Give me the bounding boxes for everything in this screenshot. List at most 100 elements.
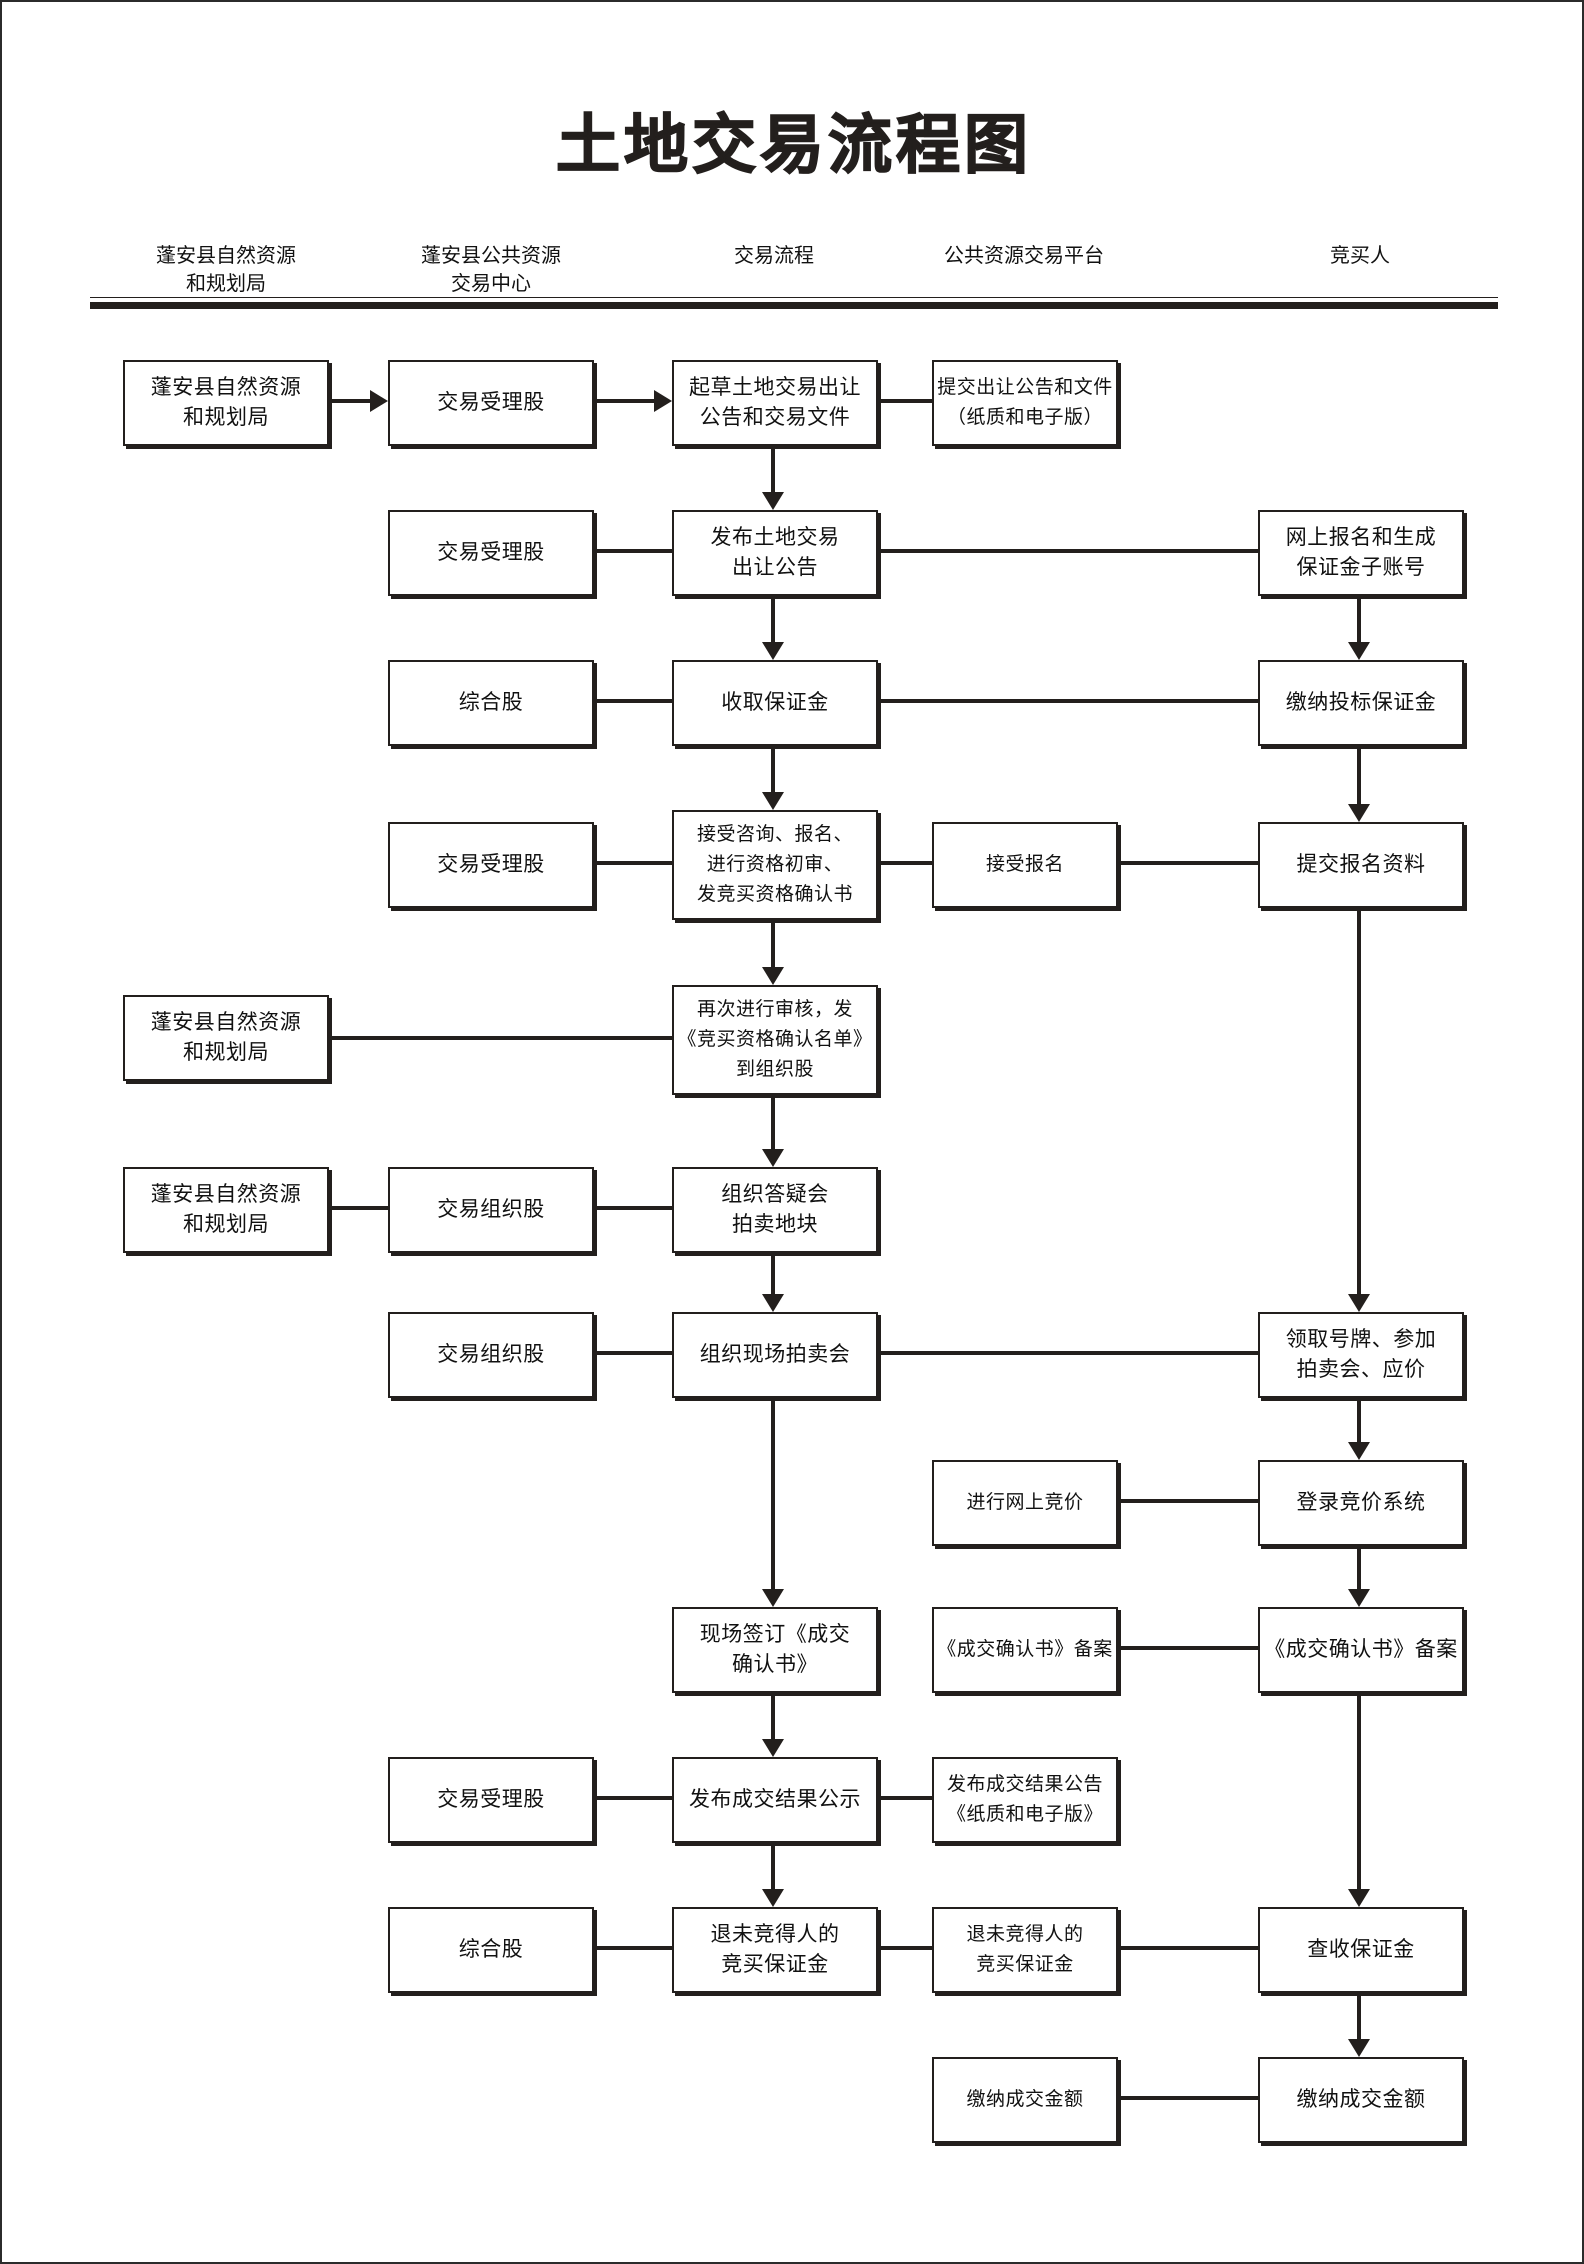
node-bureau-review[interactable]: 蓬安县自然资源 和规划局 xyxy=(123,995,329,1081)
conn-fileplatform-to-filebidder xyxy=(1118,1646,1258,1650)
node-acceptance-section-2[interactable]: 交易受理股 xyxy=(388,510,594,596)
node-bureau-qa[interactable]: 蓬安县自然资源 和规划局 xyxy=(123,1167,329,1253)
column-header-col-bidder: 竞买人 xyxy=(1330,245,1390,267)
node-organization-section-2[interactable]: 交易组织股 xyxy=(388,1312,594,1398)
conn-collect-down-to-accept-arrowhead xyxy=(762,792,784,810)
column-header-col-trading-platform: 公共资源交易平台 xyxy=(944,245,1104,267)
conn-login-down-to-file-arrowhead xyxy=(1348,1589,1370,1607)
node-sign-confirmation-onsite[interactable]: 现场签订《成交 确认书》 xyxy=(672,1607,878,1693)
node-accept-registration[interactable]: 接受报名 xyxy=(932,822,1118,908)
node-pay-final-amount-platform[interactable]: 缴纳成交金额 xyxy=(932,2057,1118,2143)
conn-publicity-down-to-refund xyxy=(771,1843,775,1889)
conn-filebidder-down-to-check xyxy=(1357,1693,1361,1889)
node-publish-transfer-announcement[interactable]: 发布土地交易 出让公告 xyxy=(672,510,878,596)
node-receive-paddle-join-auction[interactable]: 领取号牌、参加 拍卖会、应价 xyxy=(1258,1312,1464,1398)
conn-refundplatform-to-check xyxy=(1118,1946,1258,1950)
node-pay-final-amount-bidder[interactable]: 缴纳成交金额 xyxy=(1258,2057,1464,2143)
conn-paddle-down-to-login xyxy=(1357,1398,1361,1442)
conn-draft-down-to-publish-arrowhead xyxy=(762,492,784,510)
conn-collect-to-pay-deposit xyxy=(878,699,1258,703)
node-draft-transfer-docs[interactable]: 起草土地交易出让 公告和交易文件 xyxy=(672,360,878,446)
conn-refund-to-refundplatform xyxy=(878,1946,932,1950)
node-publish-result-announcement[interactable]: 发布成交结果公告 《纸质和电子版》 xyxy=(932,1757,1118,1843)
conn-acceptance2-to-publish xyxy=(594,549,672,553)
conn-qaplot-down-to-auction xyxy=(771,1253,775,1294)
conn-paddle-down-to-login-arrowhead xyxy=(1348,1442,1370,1460)
conn-bureau-to-review xyxy=(329,1036,672,1040)
node-submit-registration-docs[interactable]: 提交报名资料 xyxy=(1258,822,1464,908)
column-header-col-public-resource-center: 蓬安县公共资源 交易中心 xyxy=(421,245,561,295)
node-general-section-1[interactable]: 综合股 xyxy=(388,660,594,746)
column-header-col-transaction-process: 交易流程 xyxy=(734,245,814,267)
conn-review-down-to-qa xyxy=(771,1095,775,1149)
node-bureau-start[interactable]: 蓬安县自然资源 和规划局 xyxy=(123,360,329,446)
node-login-bidding-system[interactable]: 登录竞价系统 xyxy=(1258,1460,1464,1546)
conn-accept-down-to-review xyxy=(771,920,775,967)
conn-general-to-collect xyxy=(594,699,672,703)
conn-auction-to-paddle xyxy=(878,1351,1258,1355)
node-acceptance-section-3[interactable]: 交易受理股 xyxy=(388,822,594,908)
node-file-confirmation-bidder[interactable]: 《成交确认书》备案 xyxy=(1258,1607,1464,1693)
conn-filebidder-down-to-check-arrowhead xyxy=(1348,1889,1370,1907)
conn-publish-down-to-collect-arrowhead xyxy=(762,642,784,660)
conn-publish-down-to-collect xyxy=(771,596,775,642)
conn-review-down-to-qa-arrowhead xyxy=(762,1149,784,1167)
conn-general2-to-refund xyxy=(594,1946,672,1950)
conn-acceptreg-to-submitdocs xyxy=(1118,861,1258,865)
node-online-register-subaccount[interactable]: 网上报名和生成 保证金子账号 xyxy=(1258,510,1464,596)
node-file-confirmation-platform[interactable]: 《成交确认书》备案 xyxy=(932,1607,1118,1693)
conn-acceptance4-to-publicity xyxy=(594,1796,672,1800)
conn-payplatform-to-paybidder xyxy=(1118,2096,1258,2100)
conn-auction-down-to-sign xyxy=(771,1398,775,1589)
conn-onlinebid-to-login xyxy=(1118,1499,1258,1503)
node-collect-deposit[interactable]: 收取保证金 xyxy=(672,660,878,746)
conn-bureau-to-acceptance-arrowhead xyxy=(370,390,388,412)
node-refund-deposit-platform[interactable]: 退未竞得人的 竞买保证金 xyxy=(932,1907,1118,1993)
conn-register-down-to-pay-deposit-arrowhead xyxy=(1348,642,1370,660)
conn-register-down-to-pay-deposit xyxy=(1357,596,1361,642)
conn-accept-to-acceptreg xyxy=(878,861,932,865)
conn-acceptance3-to-accept xyxy=(594,861,672,865)
conn-publicity-to-announcement xyxy=(878,1796,932,1800)
node-organization-section-1[interactable]: 交易组织股 xyxy=(388,1167,594,1253)
conn-sign-down-to-publicity xyxy=(771,1693,775,1739)
node-organize-onsite-auction[interactable]: 组织现场拍卖会 xyxy=(672,1312,878,1398)
conn-bureauqa-to-org xyxy=(329,1206,388,1210)
column-header-col-natural-resources-bureau: 蓬安县自然资源 和规划局 xyxy=(156,245,296,295)
conn-sign-down-to-publicity-arrowhead xyxy=(762,1739,784,1757)
header-divider-rule xyxy=(90,297,1498,309)
node-organize-qa-auction-plot[interactable]: 组织答疑会 拍卖地块 xyxy=(672,1167,878,1253)
conn-bureau-to-acceptance xyxy=(329,399,370,403)
conn-publish-to-online-register xyxy=(878,549,1258,553)
node-submit-announcement-docs[interactable]: 提交出让公告和文件 （纸质和电子版） xyxy=(932,360,1118,446)
conn-login-down-to-file xyxy=(1357,1546,1361,1589)
node-acceptance-section-1[interactable]: 交易受理股 xyxy=(388,360,594,446)
conn-org-to-qaplot xyxy=(594,1206,672,1210)
conn-publicity-down-to-refund-arrowhead xyxy=(762,1889,784,1907)
conn-auction-down-to-sign-arrowhead xyxy=(762,1589,784,1607)
conn-acceptance-to-draft-arrowhead xyxy=(654,390,672,412)
node-refund-deposit-center[interactable]: 退未竞得人的 竞买保证金 xyxy=(672,1907,878,1993)
node-publish-result-publicity[interactable]: 发布成交结果公示 xyxy=(672,1757,878,1843)
node-general-section-2[interactable]: 综合股 xyxy=(388,1907,594,1993)
page-title: 土地交易流程图 xyxy=(555,108,1032,184)
conn-paydeposit-down-to-submitdocs xyxy=(1357,746,1361,804)
node-online-bidding[interactable]: 进行网上竞价 xyxy=(932,1460,1118,1546)
conn-acceptance-to-draft xyxy=(594,399,654,403)
conn-check-down-to-payfinal-arrowhead xyxy=(1348,2039,1370,2057)
node-accept-consult-review[interactable]: 接受咨询、报名、 进行资格初审、 发竞买资格确认书 xyxy=(672,810,878,920)
conn-org2-to-auction xyxy=(594,1351,672,1355)
conn-submitdocs-down-to-paddle-arrowhead xyxy=(1348,1294,1370,1312)
conn-accept-down-to-review-arrowhead xyxy=(762,967,784,985)
conn-qaplot-down-to-auction-arrowhead xyxy=(762,1294,784,1312)
conn-paydeposit-down-to-submitdocs-arrowhead xyxy=(1348,804,1370,822)
node-second-review-list[interactable]: 再次进行审核，发 《竞买资格确认名单》 到组织股 xyxy=(672,985,878,1095)
node-check-deposit[interactable]: 查收保证金 xyxy=(1258,1907,1464,1993)
conn-check-down-to-payfinal xyxy=(1357,1993,1361,2039)
node-acceptance-section-4[interactable]: 交易受理股 xyxy=(388,1757,594,1843)
node-pay-bid-deposit[interactable]: 缴纳投标保证金 xyxy=(1258,660,1464,746)
conn-draft-to-submit xyxy=(878,399,932,403)
conn-collect-down-to-accept xyxy=(771,746,775,792)
conn-submitdocs-down-to-paddle xyxy=(1357,908,1361,1294)
